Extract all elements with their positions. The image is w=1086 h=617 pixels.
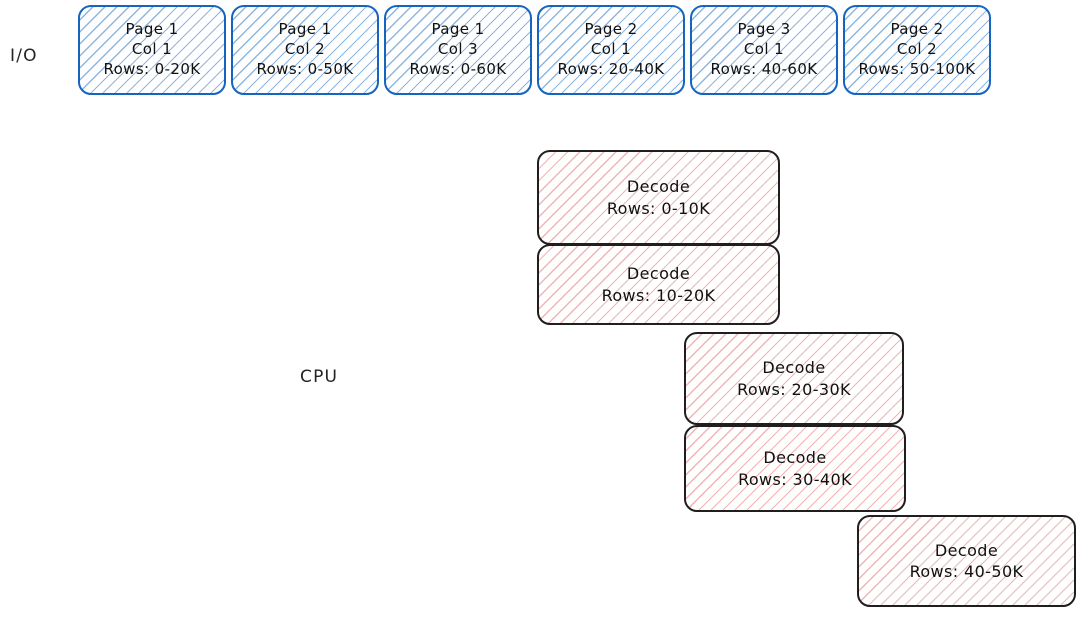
io-task-rows: Rows: 40-60K [710, 59, 818, 78]
cpu-decode-rows: Rows: 10-20K [601, 285, 716, 305]
cpu-decode-box[interactable]: Decode Rows: 10-20K [537, 244, 780, 325]
cpu-decode-op: Decode [763, 448, 827, 468]
cpu-decode-op: Decode [626, 264, 691, 284]
io-task-box[interactable]: Page 2 Col 2 Rows: 50-100K [843, 5, 991, 95]
cpu-decode-op: Decode [626, 177, 691, 197]
cpu-decode-box[interactable]: Decode Rows: 0-10K [537, 150, 780, 245]
cpu-decode-op: Decode [934, 540, 999, 560]
io-task-page: Page 3 [737, 20, 791, 39]
io-task-page: Page 1 [278, 20, 332, 39]
io-task-rows: Rows: 0-60K [409, 59, 507, 78]
io-task-page: Page 1 [431, 20, 485, 39]
cpu-decode-rows: Rows: 30-40K [738, 469, 852, 489]
io-task-page: Page 1 [125, 20, 179, 39]
io-task-col: Col 3 [437, 40, 479, 59]
cpu-decode-box[interactable]: Decode Rows: 30-40K [684, 425, 906, 512]
io-task-box[interactable]: Page 1 Col 3 Rows: 0-60K [384, 5, 532, 95]
io-task-box[interactable]: Page 2 Col 1 Rows: 20-40K [537, 5, 685, 95]
io-task-rows: Rows: 0-50K [256, 59, 354, 78]
cpu-decode-op: Decode [762, 358, 826, 378]
io-task-col: Col 2 [896, 40, 938, 59]
lane-label-cpu: CPU [300, 367, 339, 387]
cpu-decode-rows: Rows: 20-30K [737, 379, 851, 399]
io-task-col: Col 2 [284, 40, 326, 59]
io-task-box[interactable]: Page 1 Col 1 Rows: 0-20K [78, 5, 226, 95]
io-task-page: Page 2 [584, 20, 638, 39]
cpu-decode-box[interactable]: Decode Rows: 40-50K [857, 515, 1076, 607]
io-task-rows: Rows: 0-20K [103, 59, 201, 78]
io-task-rows: Rows: 50-100K [858, 59, 976, 78]
cpu-decode-box[interactable]: Decode Rows: 20-30K [684, 332, 904, 425]
io-task-col: Col 1 [131, 40, 173, 59]
io-task-col: Col 1 [743, 40, 785, 59]
io-task-box[interactable]: Page 3 Col 1 Rows: 40-60K [690, 5, 838, 95]
io-task-col: Col 1 [590, 40, 632, 59]
io-task-box[interactable]: Page 1 Col 2 Rows: 0-50K [231, 5, 379, 95]
cpu-decode-rows: Rows: 40-50K [909, 562, 1024, 581]
io-task-page: Page 2 [890, 20, 944, 39]
cpu-decode-rows: Rows: 0-10K [606, 198, 711, 218]
io-task-rows: Rows: 20-40K [557, 59, 665, 78]
lane-label-io: I/O [10, 46, 38, 66]
